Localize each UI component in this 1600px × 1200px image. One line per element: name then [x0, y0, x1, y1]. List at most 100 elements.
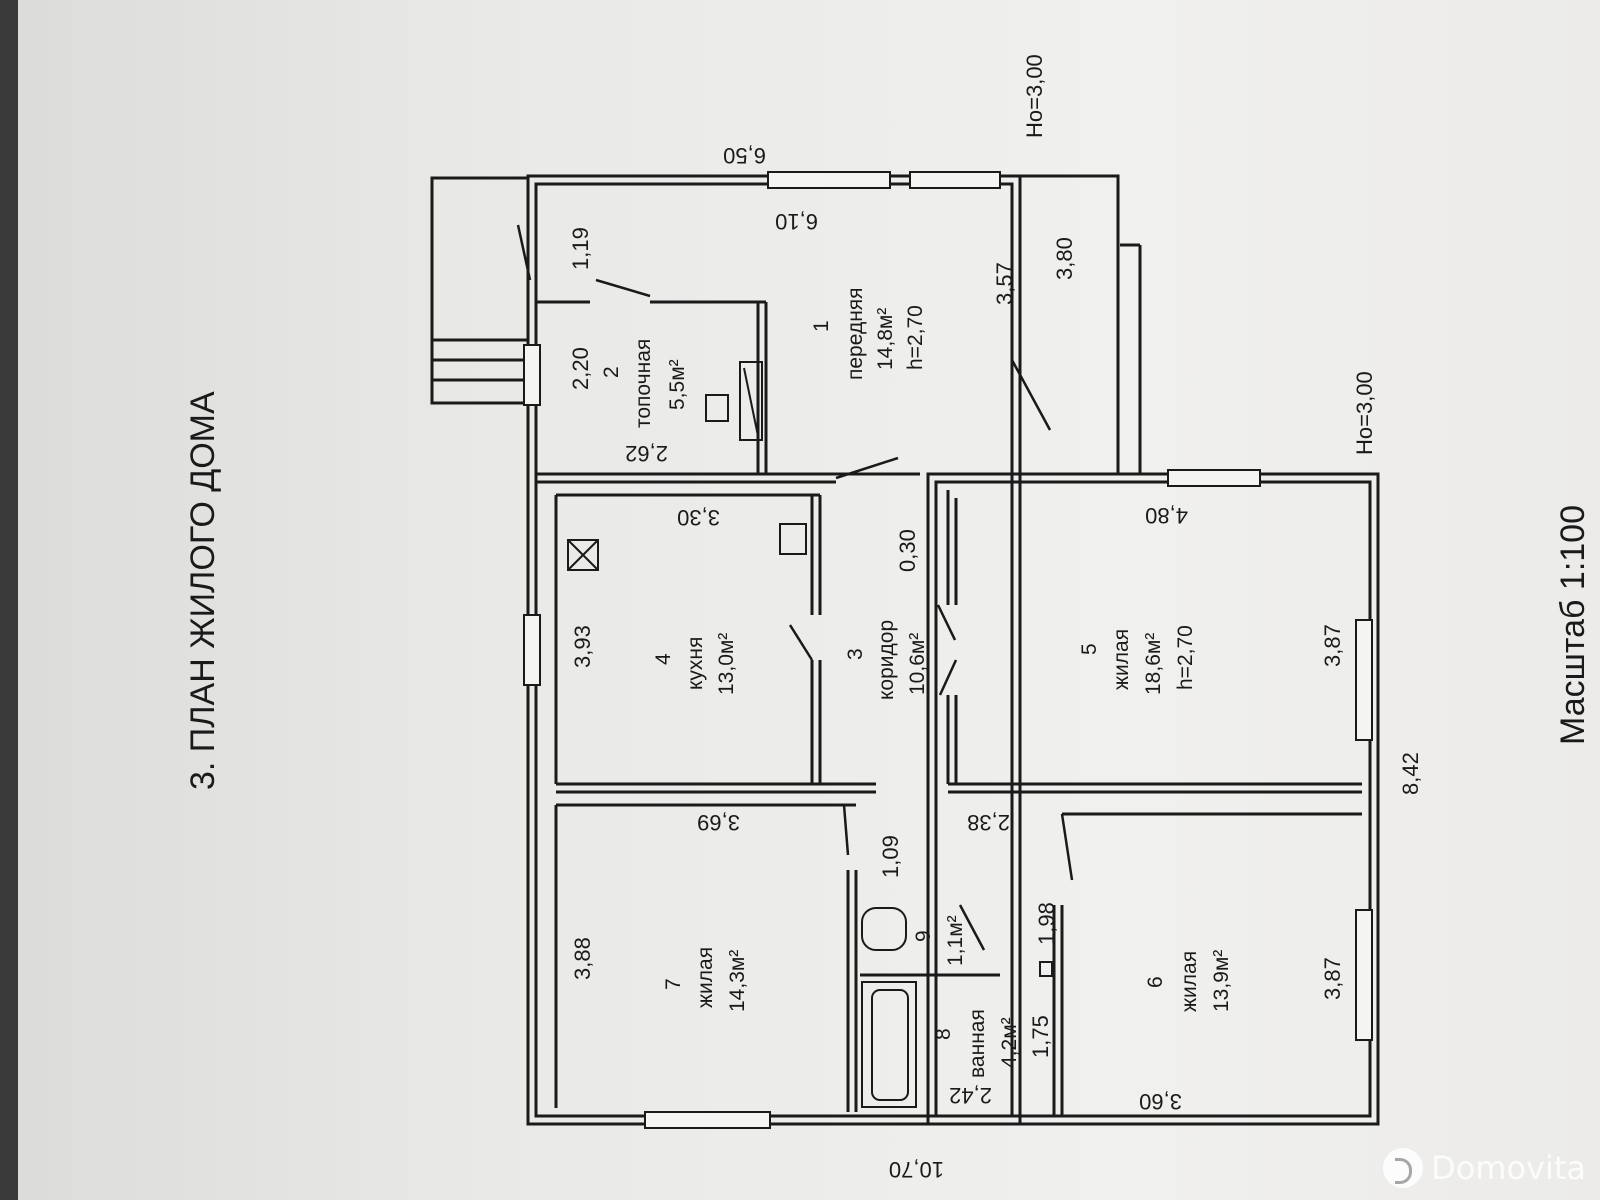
svg-text:5: 5 — [1078, 643, 1101, 655]
paper-sheet — [18, 0, 1600, 1200]
svg-text:6: 6 — [1144, 976, 1167, 988]
window-1 — [767, 171, 891, 189]
room-9-label: 9 1,1м² — [912, 915, 967, 966]
svg-text:8: 8 — [932, 1028, 955, 1040]
window-room6-right — [1355, 909, 1373, 1041]
height-label-mid: Но=3,00 — [1352, 371, 1377, 455]
svg-text:13,9м²: 13,9м² — [1210, 950, 1233, 1012]
dim-3-69: 3,69 — [697, 810, 740, 835]
door-room7 — [842, 804, 850, 856]
window-room5-right — [1355, 619, 1373, 741]
outer-wall-a — [526, 174, 1022, 1126]
room-7-label: 7 жилая 14,3м² — [662, 947, 749, 1012]
svg-text:жилая: жилая — [1178, 951, 1201, 1012]
dim-3-88: 3,88 — [570, 937, 595, 980]
window-furnace — [523, 344, 541, 406]
dim-3-93: 3,93 — [570, 625, 595, 668]
dim-3-57: 3,57 — [992, 262, 1017, 305]
svg-text:4: 4 — [652, 653, 675, 665]
door-corridor — [835, 456, 899, 480]
kitchen-stove — [779, 523, 807, 555]
dim-2-20: 2,20 — [568, 347, 593, 390]
windows — [523, 171, 1373, 1129]
svg-text:кухня: кухня — [684, 637, 707, 690]
dim-3-30: 3,30 — [677, 505, 720, 530]
dim-2-62: 2,62 — [625, 441, 668, 466]
room-3-label: 3 коридор 10,6м² — [844, 620, 929, 700]
svg-text:10,6м²: 10,6м² — [906, 633, 929, 695]
furnace-unit — [705, 394, 729, 422]
dim-2-42: 2,42 — [949, 1083, 992, 1108]
room-4-label: 4 кухня 13,0м² — [652, 633, 738, 695]
room-8-label: 8 ванная 4,2м² — [932, 1009, 1021, 1078]
dim-3-87-room5: 3,87 — [1320, 624, 1345, 667]
dim-0-30: 0,30 — [895, 529, 920, 572]
svg-text:h=2,70: h=2,70 — [904, 305, 927, 370]
svg-text:4,2м²: 4,2м² — [998, 1017, 1021, 1068]
outer-wall-room5-b — [934, 480, 1372, 1118]
dim-1-19: 1,19 — [568, 227, 593, 270]
svg-text:жилая: жилая — [694, 947, 717, 1008]
svg-text:коридор: коридор — [875, 620, 898, 700]
door-wc — [958, 904, 986, 951]
dim-1-75: 1,75 — [1028, 1015, 1053, 1058]
svg-text:передняя: передняя — [844, 287, 867, 380]
plan-title: 3. ПЛАН ЖИЛОГО ДОМА — [184, 391, 222, 790]
dim-front-outer: 3,80 — [1052, 237, 1077, 280]
door-front — [1010, 359, 1052, 431]
door-furnace — [595, 278, 651, 298]
dim-4-80: 4,80 — [1145, 503, 1188, 528]
toilet — [861, 907, 907, 951]
door-room5-b — [938, 659, 958, 696]
svg-text:9: 9 — [912, 930, 935, 942]
door-room5-a — [936, 604, 957, 641]
front-porch-outline — [1018, 174, 1120, 476]
boiler — [739, 361, 763, 441]
dim-1-98: 1,98 — [1034, 902, 1059, 945]
svg-text:ванная: ванная — [966, 1009, 989, 1078]
window-2 — [909, 171, 1001, 189]
svg-text:1: 1 — [810, 320, 833, 332]
window-kitchen — [523, 614, 541, 686]
svg-text:5,5м²: 5,5м² — [666, 359, 689, 410]
door-kitchen — [788, 624, 814, 661]
boiler-line — [743, 367, 759, 437]
svg-text:2: 2 — [600, 366, 623, 378]
doors — [516, 224, 1074, 951]
dim-overall-left: 10,70 — [889, 1157, 944, 1182]
svg-text:жилая: жилая — [1110, 629, 1133, 690]
dim-overall-bottom: 8,42 — [1398, 752, 1423, 795]
door-room6 — [1060, 813, 1074, 881]
room-1-label: 1 передняя 14,8м² h=2,70 — [810, 287, 927, 380]
svg-text:13,0м²: 13,0м² — [715, 633, 738, 695]
porch — [430, 176, 530, 405]
svg-text:h=2,70: h=2,70 — [1174, 625, 1197, 690]
bath-vent — [1039, 961, 1053, 977]
window-room5-top — [1167, 469, 1261, 487]
window-room7-bottom — [644, 1111, 771, 1129]
room-2-label: 2 топочная 5,5м² — [600, 339, 689, 428]
dim-overall-right: 6,50 — [723, 143, 766, 168]
dim-3-87-room6: 3,87 — [1320, 957, 1345, 1000]
svg-text:18,6м²: 18,6м² — [1142, 633, 1165, 695]
scale-label: Масштаб 1:100 — [1554, 505, 1592, 745]
height-label-top: Но=3,00 — [1022, 54, 1047, 138]
dim-6-10: 6,10 — [775, 209, 818, 234]
bathtub — [861, 981, 917, 1108]
svg-text:3: 3 — [844, 648, 867, 660]
door-entry — [516, 224, 532, 281]
dim-2-38: 2,38 — [967, 810, 1010, 835]
svg-text:топочная: топочная — [632, 339, 655, 428]
vent-x-2 — [567, 539, 599, 571]
svg-text:14,3м²: 14,3м² — [726, 950, 749, 1012]
dim-1-09: 1,09 — [878, 835, 903, 878]
domovita-logo-icon — [1383, 1148, 1424, 1188]
bathtub-inner — [871, 989, 909, 1101]
svg-text:14,8м²: 14,8м² — [874, 308, 897, 370]
watermark: Domovita — [1383, 1146, 1586, 1190]
room-6-label: 6 жилая 13,9м² — [1144, 950, 1233, 1012]
dim-3-60: 3,60 — [1139, 1089, 1182, 1114]
outer-wall-room5-a — [926, 472, 1380, 1126]
vent-shaft — [567, 539, 599, 571]
